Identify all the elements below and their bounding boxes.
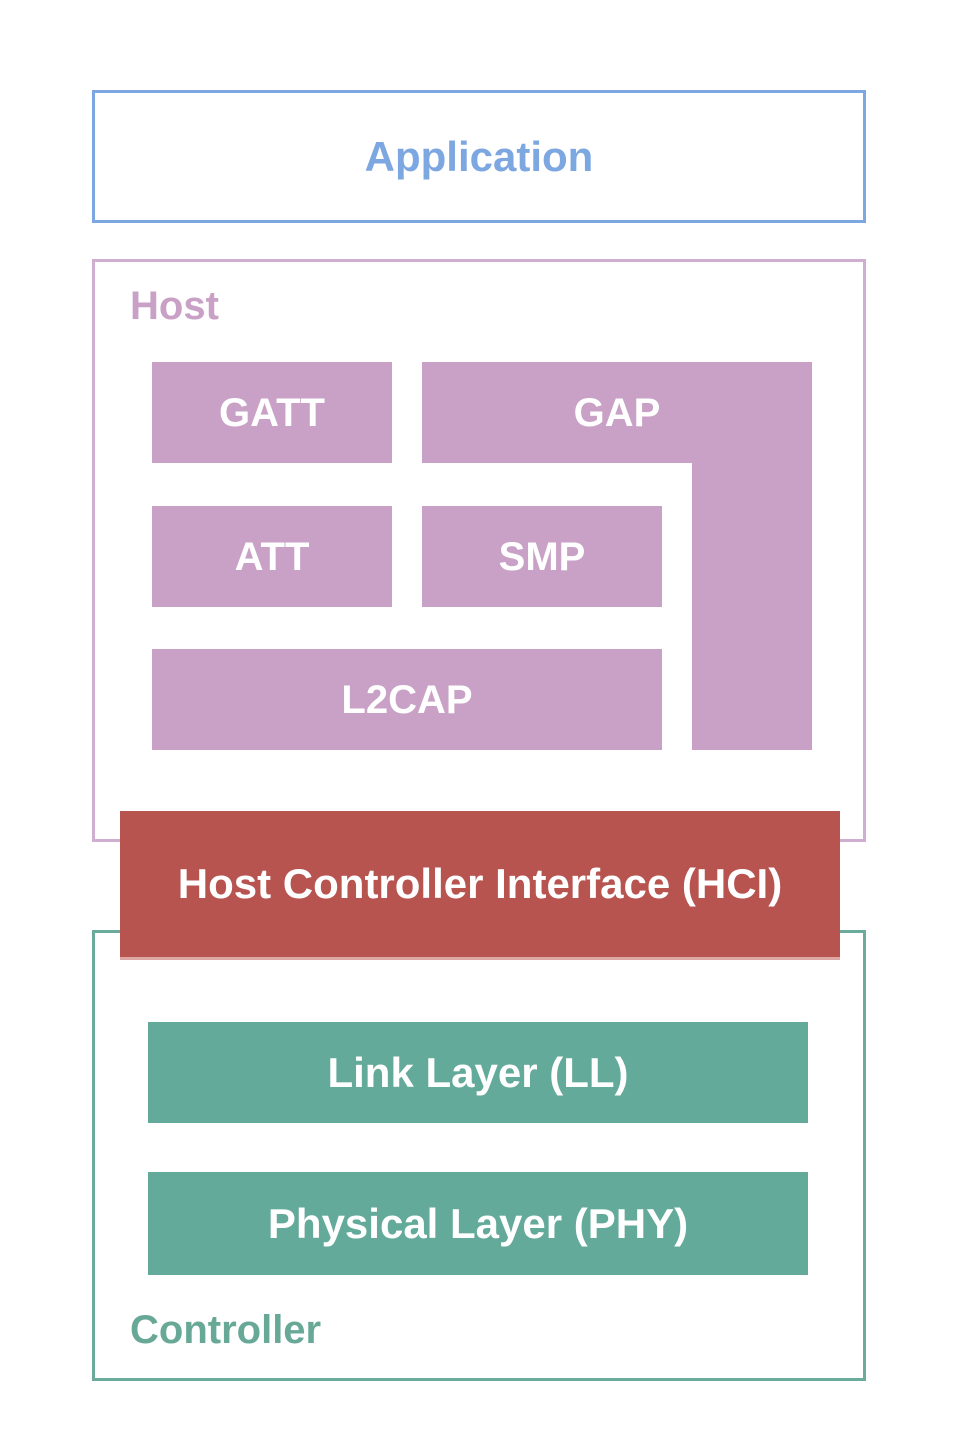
gap-block: GAP <box>422 362 812 750</box>
controller-box: Link Layer (LL) Physical Layer (PHY) Con… <box>92 930 866 1381</box>
controller-label: Controller <box>130 1308 322 1352</box>
l2cap-block: L2CAP <box>152 649 662 750</box>
att-block: ATT <box>152 506 392 607</box>
host-box: Host GATT GAP ATT SMP L2CAP <box>92 259 866 842</box>
gatt-block: GATT <box>152 362 392 463</box>
host-label: Host <box>130 284 219 328</box>
application-label: Application <box>364 132 594 180</box>
hci-block: Host Controller Interface (HCI) <box>120 811 840 960</box>
link-layer-block: Link Layer (LL) <box>148 1022 808 1123</box>
gap-block-label: GAP <box>422 362 812 463</box>
smp-block: SMP <box>422 506 662 607</box>
physical-layer-block: Physical Layer (PHY) <box>148 1172 808 1275</box>
application-box: Application <box>92 90 866 223</box>
